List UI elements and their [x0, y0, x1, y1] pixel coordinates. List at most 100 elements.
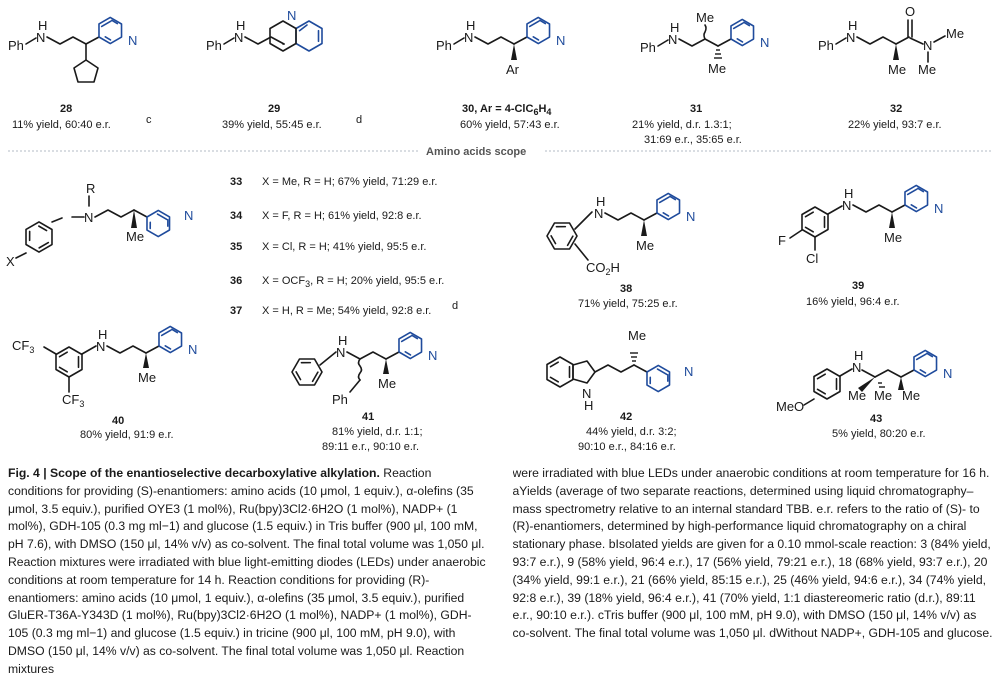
me-label: Me — [848, 388, 866, 403]
compound-number: 38 — [620, 283, 632, 295]
compound-30: Ph N H Ar N 30, Ar = 4-ClC6H4 60% yield,… — [436, 13, 565, 131]
f-label: F — [778, 233, 786, 248]
compound-number: 42 — [620, 411, 632, 423]
compound-result: 31:69 e.r., 35:65 e.r. — [644, 134, 742, 146]
n-label: N — [336, 345, 345, 360]
compound-number: 32 — [890, 103, 902, 115]
compound-result: 81% yield, d.r. 1:1; — [332, 426, 423, 438]
me-label: Me — [708, 61, 726, 76]
pyridine-n-label: N — [556, 33, 565, 48]
me-label: Me — [636, 238, 654, 253]
compound-28: Ph N H N 28 11% yield, 60:40 e.r. c — [8, 13, 152, 131]
compound-number: 43 — [870, 413, 882, 425]
compound-number: 40 — [112, 415, 124, 427]
me-label: Me — [126, 229, 144, 244]
list-number: 37 — [230, 305, 242, 317]
list-entry: X = F, R = H; 61% yield, 92:8 e.r. — [262, 210, 422, 222]
list-number: 33 — [230, 176, 242, 188]
list-entry: X = OCF3, R = H; 20% yield, 95:5 e.r. — [262, 275, 444, 289]
compound-39: N H Me N F Cl 39 16% yield, 96:4 e.r. — [778, 181, 943, 308]
compound-40: CF3 CF3 N H Me N 40 80% yield, 91:9 e.r. — [12, 322, 197, 441]
compound-result: 44% yield, d.r. 3:2; — [586, 426, 677, 438]
me-label: Me — [874, 388, 892, 403]
compound-result: 11% yield, 60:40 e.r. — [12, 119, 111, 131]
caption-right-column: were irradiated with blue LEDs under ana… — [513, 465, 994, 699]
list-entry: X = Cl, R = H; 41% yield, 95:5 e.r. — [262, 241, 426, 253]
compound-number: 28 — [60, 103, 72, 115]
compound-number-30: 30, Ar = 4-ClC6H4 — [462, 103, 551, 117]
co2h-label: CO2H — [586, 260, 620, 277]
cf3-label: CF3 — [62, 392, 84, 409]
h-label: H — [338, 333, 347, 348]
n-label: N — [96, 339, 105, 354]
compound-result: 5% yield, 80:20 e.r. — [832, 428, 926, 440]
n-label: N — [846, 30, 855, 45]
compound-42: N H Me N 42 44% yield, d.r. 3:2; 90:10 e… — [546, 328, 693, 453]
ar-label: Ar — [506, 62, 520, 77]
figure-caption: Fig. 4 | Scope of the enantioselective d… — [8, 465, 993, 699]
n-label: N — [668, 32, 677, 47]
compound-38: N H Me N CO2H 38 71% yield, 75:25 e.r. — [542, 189, 695, 310]
ph-label: Ph — [818, 38, 834, 53]
compound-32: Ph N H O N Me Me Me 32 22% yield, 93:7 e… — [818, 4, 964, 131]
list-entry: X = Me, R = H; 67% yield, 71:29 e.r. — [262, 176, 437, 188]
ph-label: Ph — [436, 38, 452, 53]
pyridine-n-label: N — [684, 364, 693, 379]
n-label: N — [36, 30, 45, 45]
me-label: Me — [888, 62, 906, 77]
x-label: X — [6, 254, 15, 269]
h-label: H — [98, 327, 107, 342]
pyridine-n-label: N — [287, 8, 296, 23]
compound-result: 22% yield, 93:7 e.r. — [848, 119, 942, 131]
h-label: H — [584, 398, 593, 413]
h-label: H — [670, 20, 679, 35]
pyridine-n-label: N — [943, 366, 952, 381]
compound-number: 39 — [852, 280, 864, 292]
n-label: N — [852, 360, 861, 375]
section-heading: Amino acids scope — [426, 146, 526, 158]
n-label: N — [234, 30, 243, 45]
compound-number: 41 — [362, 411, 374, 423]
scope-list: 33 X = Me, R = H; 67% yield, 71:29 e.r. … — [230, 176, 458, 317]
me-label: Me — [378, 376, 396, 391]
n-label: N — [84, 210, 93, 225]
meo-label: MeO — [776, 399, 804, 414]
ph-label: Ph — [640, 40, 656, 55]
ph-label: Ph — [8, 38, 24, 53]
h-label: H — [848, 18, 857, 33]
cf3-label: CF3 — [12, 338, 34, 355]
compound-result: 39% yield, 55:45 e.r. — [222, 119, 322, 131]
n-label: N — [464, 30, 473, 45]
list-number: 36 — [230, 275, 242, 287]
cl-label: Cl — [806, 251, 818, 266]
ph-label: Ph — [332, 392, 348, 407]
list-number: 35 — [230, 241, 242, 253]
h-label: H — [844, 186, 853, 201]
pyridine-n-label: N — [128, 33, 137, 48]
footnote-mark: d — [356, 114, 362, 126]
compound-result: 90:10 e.r., 84:16 e.r. — [578, 441, 676, 453]
compound-43: MeO N H Me Me Me N 43 5% yield, 80:20 e.… — [776, 346, 952, 440]
footnote-mark: c — [146, 114, 152, 126]
n-label: N — [923, 38, 932, 53]
n-label: N — [582, 386, 591, 401]
caption-left-column: Fig. 4 | Scope of the enantioselective d… — [8, 465, 489, 699]
compound-result: 16% yield, 96:4 e.r. — [806, 296, 900, 308]
pyridine-n-label: N — [188, 342, 197, 357]
compound-result: 21% yield, d.r. 1.3:1; — [632, 119, 732, 131]
me-label: Me — [628, 328, 646, 343]
compound-result: 89:11 e.r., 90:10 e.r. — [322, 441, 419, 453]
h-label: H — [236, 18, 245, 33]
n-label: N — [842, 198, 851, 213]
scope-figure: Ph N H N 28 11% yield, 60:40 e.r. c Ph N… — [6, 4, 991, 453]
me-label: Me — [918, 62, 936, 77]
h-label: H — [466, 18, 475, 33]
list-entry: X = H, R = Me; 54% yield, 92:8 e.r. — [262, 305, 431, 317]
pyridine-n-label: N — [686, 209, 695, 224]
h-label: H — [38, 18, 47, 33]
o-label: O — [905, 4, 915, 19]
n-label: N — [594, 206, 603, 221]
caption-title: Fig. 4 | Scope of the enantioselective d… — [8, 466, 380, 480]
compound-31: Ph N H Me Me N 31 21% yield, d.r. 1.3:1;… — [632, 10, 769, 146]
list-number: 34 — [230, 210, 243, 222]
